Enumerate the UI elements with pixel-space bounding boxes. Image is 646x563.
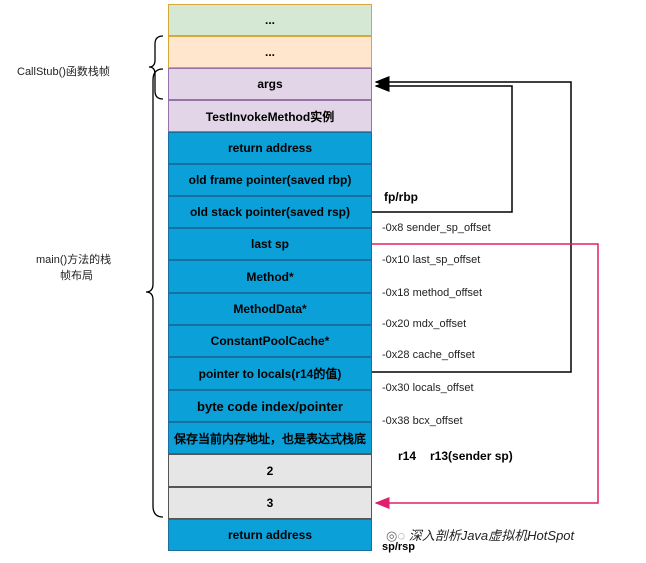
wechat-icon: ◎◌ (386, 528, 406, 543)
stack-cell-pointer-to-locals-r14-11: pointer to locals(r14的值) (168, 357, 372, 390)
r13-label: r13(sender sp) (430, 449, 513, 463)
stack-cell-args-2: args (168, 68, 372, 100)
main-frame-label-line1: main()方法的栈 (36, 254, 112, 266)
watermark: ◎◌ 深入剖析Java虚拟机HotSpot (386, 525, 574, 544)
stack-cell-2-14: 2 (168, 454, 372, 487)
stack-cell-methoddata-9: MethodData* (168, 293, 372, 325)
main-brace (145, 68, 164, 518)
last-sp-arrow (372, 243, 599, 509)
r14-label: r14 (398, 449, 417, 463)
offset-sender-sp: -0x8 sender_sp_offset (382, 222, 491, 234)
locals-arrow (372, 76, 572, 373)
stack-cell-return-address-4: return address (168, 132, 372, 164)
offset-method: -0x18 method_offset (382, 287, 483, 299)
stack-cell-constantpoolcache-10: ConstantPoolCache* (168, 325, 372, 357)
main-frame-label-line2: 帧布局 (60, 270, 93, 282)
stack-cell-byte-code-index-pointer-12: byte code index/pointer (168, 390, 372, 422)
offset-mdx: -0x20 mdx_offset (382, 318, 467, 330)
stack-cell-old-frame-pointer-saved-rbp-5: old frame pointer(saved rbp) (168, 164, 372, 196)
saved-rsp-arrow (372, 80, 513, 213)
stack-cell-slot-0: ... (168, 4, 372, 36)
stack-cell-return-address-16: return address (168, 519, 372, 551)
watermark-text: 深入剖析Java虚拟机HotSpot (408, 528, 575, 543)
stack-cell-testinvokemethod-3: TestInvokeMethod实例 (168, 100, 372, 132)
callstub-brace (148, 35, 164, 100)
stack-cell-slot-1: ... (168, 36, 372, 68)
stack-cell-old-stack-pointer-saved-rsp-6: old stack pointer(saved rsp) (168, 196, 372, 228)
stack-cell-3-15: 3 (168, 487, 372, 519)
stack-cell-method-8: Method* (168, 260, 372, 293)
offset-bcx: -0x38 bcx_offset (382, 415, 463, 427)
stack-cell-slot-13: 保存当前内存地址，也是表达式栈底 (168, 422, 372, 454)
sp-rsp-label: sp/rsp (382, 541, 416, 553)
offset-last-sp: -0x10 last_sp_offset (382, 254, 481, 266)
callstub-frame-label: CallStub()函数栈帧 (17, 66, 110, 78)
fp-rbp-label: fp/rbp (384, 190, 418, 204)
stack-cell-last-sp-7: last sp (168, 228, 372, 260)
offset-locals: -0x30 locals_offset (382, 382, 474, 394)
offset-cache: -0x28 cache_offset (382, 349, 475, 361)
